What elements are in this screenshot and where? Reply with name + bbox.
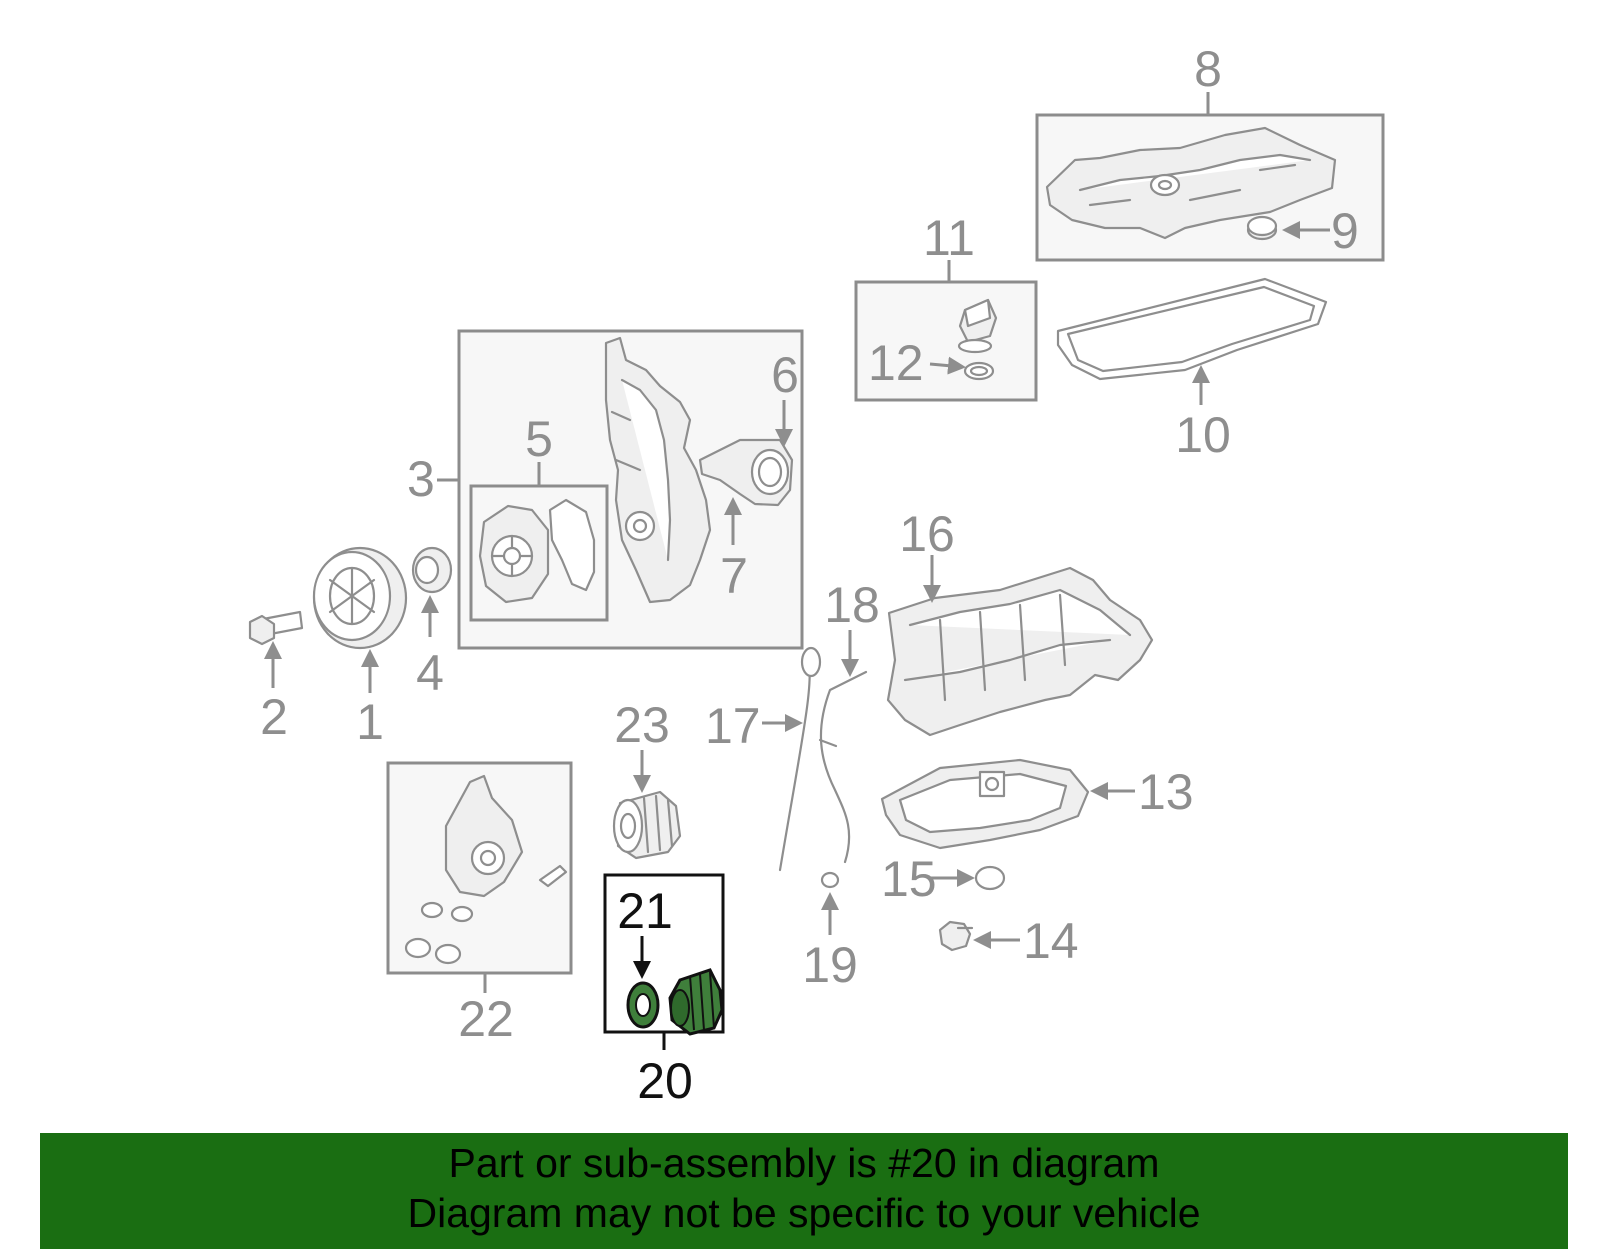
- info-banner: Part or sub-assembly is #20 in diagram D…: [40, 1133, 1568, 1249]
- callout-17: 17: [705, 698, 761, 754]
- callout-7: 7: [720, 548, 748, 604]
- callout-23: 23: [614, 697, 670, 753]
- crank-bolt-part: [248, 610, 304, 646]
- callout-12: 12: [868, 335, 924, 391]
- valve-cover-part: [1045, 126, 1337, 240]
- dipstick-tube-part: [819, 670, 868, 864]
- front-seal-part: [411, 546, 453, 594]
- callout-1: 1: [356, 694, 384, 750]
- banner-line-1: Part or sub-assembly is #20 in diagram: [448, 1140, 1160, 1186]
- oil-filter-cap-part: [612, 790, 682, 860]
- callout-19: 19: [802, 937, 858, 993]
- oil-filler-cap-part: [957, 298, 998, 354]
- cover-gasket-part: [1056, 277, 1328, 381]
- oil-filter-element-part: [626, 968, 724, 1036]
- banner-line-2: Diagram may not be specific to your vehi…: [407, 1190, 1201, 1236]
- oil-pan-upper-part: [886, 566, 1154, 737]
- callout-5: 5: [525, 411, 553, 467]
- water-outlet-part: [698, 438, 794, 507]
- o-ring-12-part: [963, 361, 995, 381]
- group-box-11: [854, 280, 1038, 402]
- oil-pump-part: [404, 774, 568, 965]
- seal-ring-9-part: [1246, 215, 1278, 241]
- callout-10: 10: [1175, 407, 1231, 463]
- dipstick-part: [778, 658, 811, 872]
- oil-pan-lower-part: [880, 758, 1090, 850]
- drain-plug-part: [938, 920, 974, 952]
- callout-6: 6: [771, 347, 799, 403]
- o-ring-19-part: [820, 871, 840, 889]
- callout-18: 18: [824, 577, 880, 633]
- crank-pulley-part: [312, 546, 408, 650]
- callout-14: 14: [1023, 913, 1079, 969]
- drain-gasket-part: [974, 865, 1006, 891]
- callout-8: 8: [1194, 41, 1222, 97]
- parts-diagram: 8 9 11 12 10 6 5 3 7 16 18 17 23 13 15 1…: [248, 41, 1385, 1109]
- callout-21: 21: [617, 883, 673, 939]
- callout-3: 3: [407, 451, 435, 507]
- water-pump-gasket-part: [548, 498, 596, 592]
- callout-13: 13: [1138, 764, 1194, 820]
- callout-22: 22: [458, 991, 514, 1047]
- callout-11: 11: [923, 210, 975, 266]
- callout-16: 16: [899, 506, 955, 562]
- callout-9: 9: [1331, 203, 1359, 259]
- timing-cover-part: [604, 336, 712, 604]
- callout-20: 20: [637, 1053, 693, 1109]
- callout-2: 2: [260, 689, 288, 745]
- callout-15: 15: [881, 851, 937, 907]
- callout-4: 4: [416, 645, 444, 701]
- water-pump-part: [478, 504, 550, 604]
